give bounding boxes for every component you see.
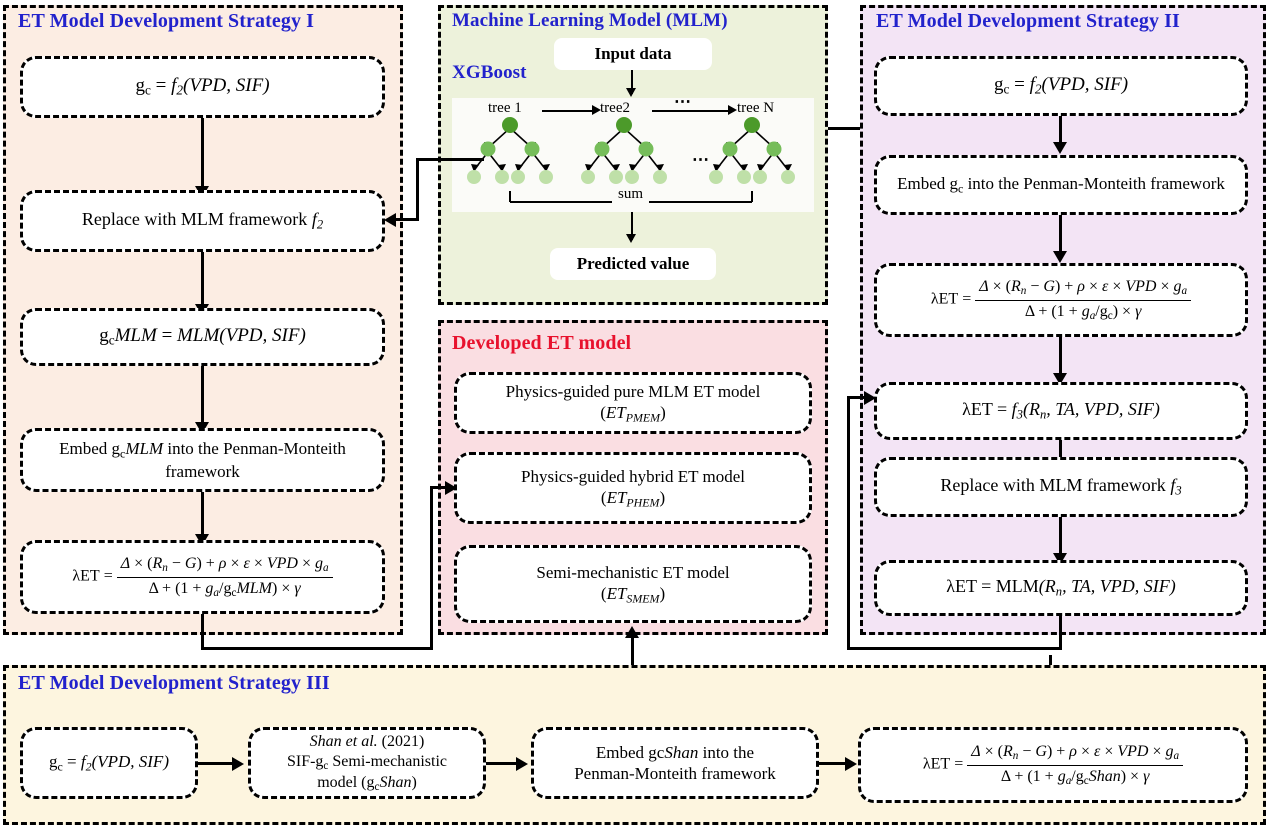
step-s2-lambda1: λET = Δ × (Rn − G) + ρ × ε × VPD × ga Δ … (874, 263, 1248, 337)
step-s3-shan: Shan et al. (2021) SIF-gc Semi-mechanist… (248, 727, 486, 799)
panel-strategy-1-title: ET Model Development Strategy I (18, 10, 315, 32)
connector-s2-2 (1059, 215, 1062, 257)
connector-s3-1 (198, 762, 238, 765)
arrow-s2-to-dev (864, 391, 876, 405)
connector-mlm-in (631, 70, 633, 94)
arrow-s3-2 (516, 757, 528, 771)
connector-s2-3 (1059, 337, 1062, 379)
connector-s2-to-dev-d (847, 396, 869, 399)
step-s2-replace: Replace with MLM framework f3 (874, 457, 1248, 517)
ellipsis-top: ⋯ (674, 92, 692, 111)
arrow-s3-3 (845, 757, 857, 771)
panel-developed-title: Developed ET model (452, 332, 632, 354)
connector-s1-2 (201, 252, 204, 310)
connector-s2-to-dev-b (847, 647, 1062, 650)
mlm-input-box: Input data (554, 38, 712, 70)
step-s2-mlm: λET = MLM(Rn, TA, VPD, SIF) (874, 560, 1248, 616)
step-s1-lambda: λET = Δ × (Rn − G) + ρ × ε × VPD × ga Δ … (20, 540, 385, 614)
connector-mlm-to-s1-a (416, 158, 484, 161)
step-s1-gcmlm: gcMLM = MLM(VPD, SIF) (20, 308, 385, 366)
arrow-tree-2-n (728, 105, 737, 115)
arrow-mlm-to-s1 (384, 213, 396, 227)
arrow-s2-1 (1053, 142, 1067, 154)
connector-s2-to-dev-a (1059, 616, 1062, 650)
arrow-s1-to-dev (445, 481, 457, 495)
arrow-mlm-in (626, 88, 636, 97)
arrow-s3-1 (232, 757, 244, 771)
model-phem-name: Physics-guided hybrid ET model (521, 466, 745, 486)
mlm-sum-label: sum (612, 186, 650, 203)
connector-s2-to-dev-c (847, 396, 850, 650)
connector-s3-2 (486, 762, 522, 765)
model-smem-name: Semi-mechanistic ET model (536, 562, 730, 582)
model-phem: Physics-guided hybrid ET model (ETPHEM) (454, 452, 812, 524)
connector-s1-1 (201, 118, 204, 192)
connector-s3-3 (819, 762, 851, 765)
step-s3-lambda: λET = Δ × (Rn − G) + ρ × ε × VPD × ga Δ … (858, 727, 1248, 803)
panel-mlm-subtitle: XGBoost (452, 62, 527, 83)
tree-label-1: tree 1 (488, 100, 522, 116)
step-s1-gc: gc = f2(VPD, SIF) (20, 56, 385, 118)
mlm-output-box: Predicted value (550, 248, 716, 280)
connector-mlm-to-s1-b (416, 158, 419, 221)
connector-s1-to-dev-c (430, 486, 433, 650)
arrow-s3-to-dev (625, 626, 639, 638)
mlm-tree-area: tree 1 tree2 tree N ⋯ ⋯ (452, 92, 814, 212)
connector-s2-1 (1059, 116, 1062, 148)
panel-strategy-2-title: ET Model Development Strategy II (876, 10, 1180, 32)
step-s1-replace: Replace with MLM framework f2 (20, 190, 385, 252)
step-s2-embed: Embed gc into the Penman-Monteith framew… (874, 155, 1248, 215)
mlm-tree-svg (467, 117, 795, 203)
tree-label-2: tree2 (600, 100, 630, 116)
panel-strategy-3-title: ET Model Development Strategy III (18, 672, 330, 694)
connector-tree-2-n (652, 110, 730, 112)
connector-mlm-out (631, 212, 633, 240)
connector-s1-to-dev-d (430, 486, 450, 489)
step-s3-gc: gc = f2(VPD, SIF) (20, 727, 198, 799)
tree-label-3: tree N (737, 100, 775, 116)
arrow-s2-2 (1053, 251, 1067, 263)
connector-s1-3 (201, 366, 204, 428)
step-s2-gc: gc = f2(VPD, SIF) (874, 56, 1248, 116)
connector-mlm-to-s1-c (396, 218, 419, 221)
step-s2-f3: λET = f3(Rn, TA, VPD, SIF) (874, 382, 1248, 440)
connector-s1-to-dev-b (201, 647, 433, 650)
connector-s2-5 (1059, 517, 1062, 559)
model-pmem: Physics-guided pure MLM ET model (ETPMEM… (454, 372, 812, 434)
connector-s3-to-dev-a (631, 636, 634, 686)
arrow-tree-1-2 (592, 105, 601, 115)
connector-s1-to-dev-a (201, 614, 204, 650)
model-smem: Semi-mechanistic ET model (ETSMEM) (454, 545, 812, 623)
connector-tree-1-2 (542, 110, 594, 112)
arrow-mlm-out (626, 234, 636, 243)
model-pmem-name: Physics-guided pure MLM ET model (505, 381, 761, 401)
step-s1-embed: Embed gcMLM into the Penman-Monteith fra… (20, 428, 385, 492)
connector-s1-4 (201, 492, 204, 540)
panel-mlm-title: Machine Learning Model (MLM) (452, 10, 728, 31)
ellipsis-mid: ⋯ (692, 150, 710, 169)
